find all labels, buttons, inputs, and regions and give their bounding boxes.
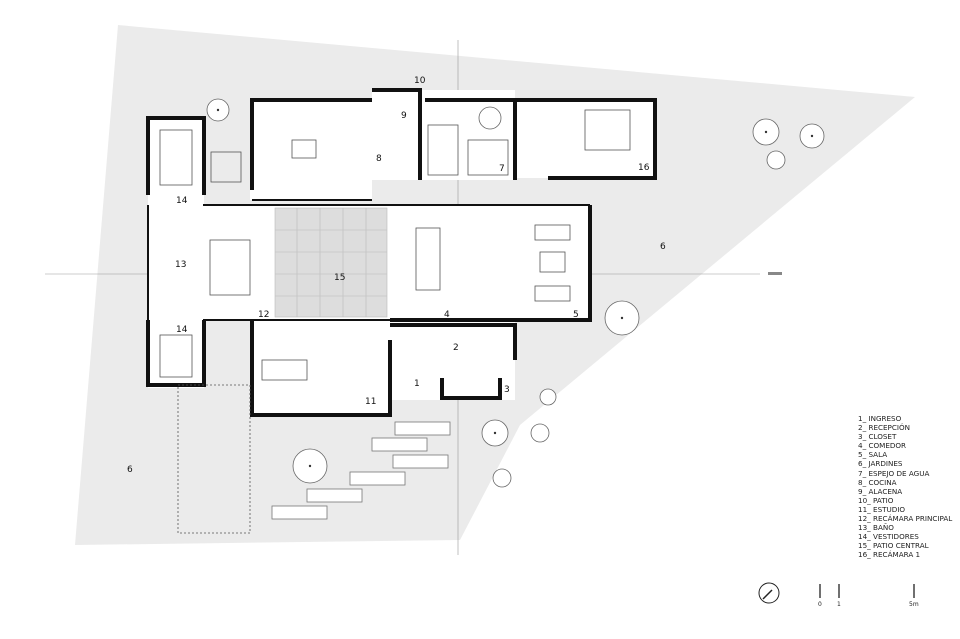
- room-number-vestidores: 14: [176, 196, 188, 206]
- legend-item: 14_ VESTIDORES: [858, 532, 919, 542]
- scale-tick-label: 5m: [909, 601, 919, 608]
- bed: [584, 109, 631, 151]
- room-number-comedor: 4: [444, 310, 450, 320]
- legend-item: 13_ BAÑO: [858, 523, 894, 533]
- garden-steps: [271, 421, 451, 520]
- legend-item: 4_ COMEDOR: [858, 441, 907, 451]
- coffee-table: [539, 251, 566, 273]
- legend-item: 5_ SALA: [858, 450, 888, 460]
- scale-tick-label: 1: [837, 601, 841, 608]
- room-number-patio: 10: [414, 76, 426, 86]
- legend-item: 8_ COCINA: [858, 477, 897, 487]
- legend-item: 9_ ALACENA: [858, 486, 903, 496]
- room-number-estudio: 11: [365, 397, 376, 407]
- room-number-bano: 13: [175, 260, 186, 270]
- legend-item: 15_ PATIO CENTRAL: [858, 541, 929, 551]
- room-number-jardines: 6: [660, 242, 666, 252]
- room-number-jardines: 6: [127, 465, 133, 475]
- legend-item: 3_ CLOSET: [858, 432, 897, 442]
- room-number-recepcion: 2: [453, 343, 459, 353]
- legend-item: 6_ JARDINES: [858, 459, 903, 469]
- room-number-ingreso: 1: [414, 379, 420, 389]
- room-number-cocina: 8: [376, 154, 382, 164]
- north-arrow-icon: [758, 582, 780, 604]
- scale-tick-label: 0: [818, 601, 822, 608]
- room-number-espejo-de-agua: 7: [499, 164, 505, 174]
- axis-marker: [768, 272, 782, 275]
- planter: [210, 151, 242, 183]
- room-number-recamara-principal: 12: [258, 310, 269, 320]
- sofa: [534, 285, 571, 302]
- room-number-vestidores: 14: [176, 325, 188, 335]
- legend-item: 12_ RECÁMARA PRINCIPAL: [858, 514, 953, 524]
- dining-table: [415, 227, 441, 291]
- carport: [177, 384, 251, 534]
- scale-bar: [819, 584, 915, 598]
- room-number-recamara-1: 16: [638, 163, 650, 173]
- legend-item: 11_ ESTUDIO: [858, 504, 906, 514]
- room-number-closet: 3: [504, 385, 510, 395]
- legend-item: 2_ RECEPCIÓN: [858, 423, 911, 433]
- sofa: [534, 224, 571, 241]
- legend-item: 7_ ESPEJO DE AGUA: [858, 468, 930, 478]
- room-number-sala: 5: [573, 310, 579, 320]
- room-number-alacena: 9: [401, 111, 407, 121]
- walls: [146, 88, 657, 417]
- kitchen-table: [291, 139, 317, 159]
- stair: [427, 124, 459, 176]
- legend-item: 1_ INGRESO: [858, 414, 902, 423]
- vestidor-bottom-fixture: [159, 334, 193, 378]
- desk: [261, 359, 308, 381]
- legend-item: 10_ PATIO: [858, 495, 894, 505]
- room-number-patio-central: 15: [334, 273, 345, 283]
- legend: 1_ INGRESO 2_ RECEPCIÓN 3_ CLOSET 4_ COM…: [858, 414, 952, 560]
- vestidor-top-fixture: [159, 129, 193, 186]
- bed: [209, 239, 251, 296]
- legend-item: 16_ RECÁMARA 1: [858, 550, 921, 560]
- patio-central-grid: [274, 207, 388, 318]
- espejo-de-agua: [467, 139, 509, 176]
